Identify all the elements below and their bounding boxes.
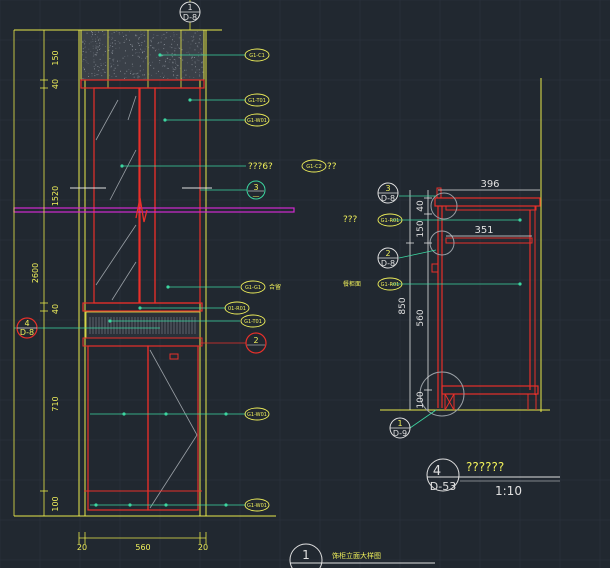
section-callout-sheet: — bbox=[253, 192, 260, 200]
bottom-title-number: 1 bbox=[302, 548, 310, 562]
bottom-title-text: 饰柜立面大样图 bbox=[332, 551, 381, 560]
dim-850: 850 bbox=[398, 297, 408, 314]
tag-text: 01-R01 bbox=[228, 306, 246, 312]
dim-100: 100 bbox=[416, 391, 426, 408]
dim-710: 710 bbox=[51, 396, 60, 411]
callout-sheet: D-9 bbox=[393, 429, 407, 438]
tag-text: G1-W01 bbox=[247, 503, 267, 509]
tag-01-r01: 01-R01 bbox=[224, 301, 250, 315]
title-block-4: 4 D-53 ?????? 1:10 bbox=[426, 458, 560, 498]
tag-g1-c2: G1-C2 bbox=[301, 159, 327, 173]
dim-560: 560 bbox=[416, 309, 426, 326]
tag-r01-bottom: G1-R01 bbox=[377, 277, 403, 291]
right-leader-lines bbox=[392, 195, 520, 429]
plinth-legs bbox=[444, 393, 537, 411]
door-swing-line-a bbox=[149, 349, 198, 436]
bottom-title-bubble bbox=[289, 543, 323, 568]
dim-ticks-left bbox=[40, 79, 48, 492]
dim-ticks-right bbox=[406, 197, 432, 391]
dim-396: 396 bbox=[480, 179, 499, 190]
left-elevation: 150 40 1520 40 710 100 2600 20 560 20 1 … bbox=[13, 0, 337, 552]
handle-mark bbox=[169, 353, 179, 360]
callout-number: 3 bbox=[385, 184, 390, 193]
callout-number: 2 bbox=[385, 249, 390, 258]
detail-circle-top bbox=[430, 192, 458, 220]
title-text: ?????? bbox=[466, 460, 504, 474]
note-question: ??? bbox=[343, 215, 358, 225]
break-symbol bbox=[135, 197, 148, 223]
dim-ticks-bottom bbox=[78, 532, 207, 544]
tag-text: G1-T01 bbox=[244, 319, 262, 325]
detail-circle-bottom bbox=[419, 371, 465, 417]
tag-g1-t01: G1-T01 bbox=[244, 93, 270, 107]
dim-40: 40 bbox=[416, 200, 426, 212]
mid-red-rail bbox=[82, 302, 203, 312]
tag-text: G1-R01 bbox=[381, 282, 400, 288]
door-handle bbox=[431, 263, 439, 273]
right-leader-dots bbox=[518, 218, 522, 286]
dim-20-left: 20 bbox=[77, 543, 87, 552]
right-section: 396 351 40 150 850 560 100 bbox=[343, 78, 550, 439]
tag-g1-t01-mid: G1-T01 bbox=[240, 314, 266, 328]
tag-text: G1-C1 bbox=[249, 53, 265, 59]
callout-number: 1 bbox=[397, 419, 402, 428]
title-number: 4 bbox=[433, 464, 441, 479]
top-callout-number: 1 bbox=[187, 3, 192, 12]
dim-2600-overall: 2600 bbox=[31, 263, 40, 283]
countertop-sub bbox=[445, 205, 537, 211]
callout-3-d8: 3 D-8 bbox=[377, 182, 399, 204]
tag-r01-top: G1-R01 bbox=[377, 213, 403, 227]
dim-351: 351 bbox=[474, 225, 493, 236]
leader-dots bbox=[94, 53, 228, 507]
tag-g1-w01-low: G1-W01 bbox=[244, 407, 270, 421]
dim-20-right: 20 bbox=[198, 543, 208, 552]
bottom-title: 1 饰柜立面大样图 bbox=[289, 543, 435, 568]
tag-g1-g1: G1-G1 bbox=[240, 280, 266, 294]
dim-1520: 1520 bbox=[51, 186, 60, 206]
lower-door-right bbox=[147, 345, 199, 511]
question-after-tag: ?? bbox=[327, 162, 337, 172]
callout-sheet: D-8 bbox=[381, 259, 395, 268]
door-swing-line-b bbox=[149, 434, 198, 509]
section-callout-number: 3 bbox=[253, 183, 258, 192]
red-callout-number: 2 bbox=[253, 336, 258, 345]
tag-g1-w01-bottom: G1-W01 bbox=[244, 498, 270, 512]
tag-text: G1-R01 bbox=[381, 218, 400, 224]
tag-text: G1-W01 bbox=[247, 118, 267, 124]
leader-lines bbox=[14, 54, 246, 506]
dim-150: 150 bbox=[416, 220, 426, 237]
dim-40-top: 40 bbox=[51, 79, 60, 89]
tag-text: G1-C2 bbox=[306, 164, 322, 170]
dim-560: 560 bbox=[135, 543, 150, 552]
title-bubble bbox=[426, 458, 460, 492]
bottom-board bbox=[441, 385, 539, 395]
dim-40-mid: 40 bbox=[51, 304, 60, 314]
tag-text: G1-W01 bbox=[247, 412, 267, 418]
callout-1-d9: 1 D-9 bbox=[389, 417, 411, 439]
left-callout-sheet: D-8 bbox=[20, 328, 34, 337]
title-sheet: D-53 bbox=[430, 480, 456, 493]
note-g1: 合留 bbox=[269, 283, 281, 291]
callout-2-d8: 2 D-8 bbox=[377, 247, 399, 269]
tag-text: G1-G1 bbox=[245, 285, 261, 291]
dim-100: 100 bbox=[51, 496, 60, 511]
vent-slots bbox=[89, 317, 196, 334]
top-callout-sheet: D-8 bbox=[183, 13, 197, 22]
dim-150: 150 bbox=[51, 50, 60, 65]
question-note: ???6? bbox=[248, 162, 273, 172]
glass-hatching bbox=[95, 95, 137, 301]
title-scale: 1:10 bbox=[495, 484, 522, 498]
note-cabinet-top: 餐柜面 bbox=[343, 280, 361, 288]
tag-text: G1-T01 bbox=[248, 98, 266, 104]
callout-sheet: D-8 bbox=[381, 194, 395, 203]
tag-g1-c1: G1-C1 bbox=[244, 48, 270, 62]
tag-g1-w01-top: G1-W01 bbox=[244, 113, 270, 127]
left-callout-number: 4 bbox=[24, 319, 29, 328]
inner-shelf bbox=[445, 237, 533, 244]
